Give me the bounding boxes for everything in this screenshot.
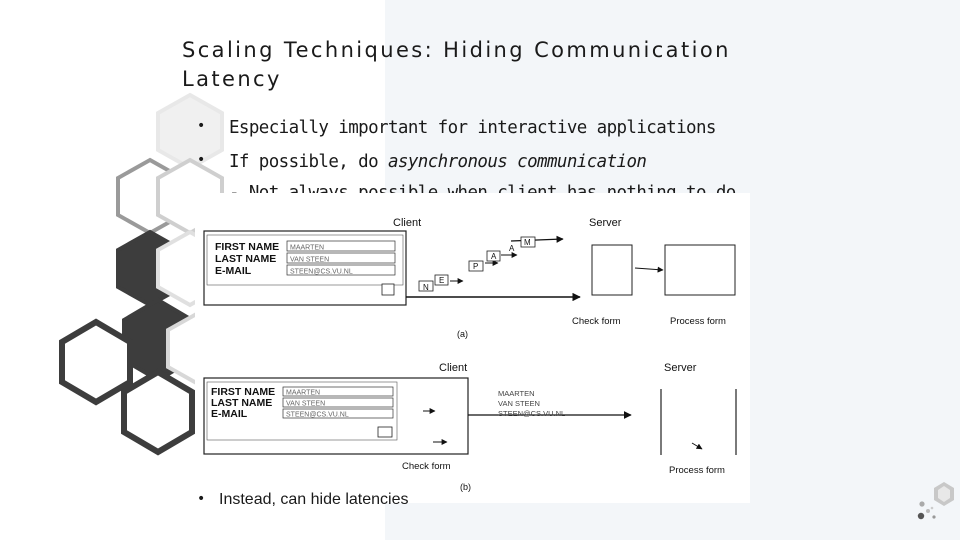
message-line: MAARTEN bbox=[498, 389, 535, 398]
form-field-label: LAST NAME bbox=[211, 397, 272, 409]
form-input bbox=[282, 386, 394, 397]
bottom-bullet-text: Instead, can hide latencies bbox=[219, 491, 409, 508]
bullet-item: • Especially important for interactive a… bbox=[197, 118, 716, 138]
form-value: VAN STEEN bbox=[286, 401, 325, 408]
latency-figure: Client Server FIRST NAME LAST NAME E-MAI… bbox=[195, 193, 750, 503]
slide-title: Scaling Techniques: Hiding Communication… bbox=[182, 38, 731, 91]
figure-caption: (a) bbox=[457, 329, 468, 339]
packet-label: A bbox=[491, 252, 497, 261]
form-value: STEEN@CS.VU.NL bbox=[286, 412, 349, 419]
process-form-label: Process form bbox=[669, 465, 725, 476]
check-form-box bbox=[591, 244, 633, 296]
form-field-label: FIRST NAME bbox=[211, 386, 275, 398]
server-label: Server bbox=[664, 362, 697, 374]
form-field-label: E-MAIL bbox=[215, 265, 252, 277]
packet-label: A bbox=[509, 244, 515, 253]
form-field-label: E-MAIL bbox=[211, 408, 248, 420]
form-checkbox bbox=[377, 426, 393, 438]
form-field-label: LAST NAME bbox=[215, 253, 276, 265]
form-value: STEEN@CS.VU.NL bbox=[290, 269, 353, 276]
form-input bbox=[286, 264, 396, 276]
form-checkbox bbox=[381, 283, 395, 296]
packet-label: E bbox=[439, 276, 444, 285]
form-value: VAN STEEN bbox=[290, 257, 329, 264]
form-input bbox=[286, 240, 396, 252]
bullet-dot: • bbox=[197, 118, 205, 134]
figure-caption: (b) bbox=[460, 482, 471, 492]
figure-part-a: Client Server FIRST NAME LAST NAME E-MAI… bbox=[203, 217, 736, 339]
bullet-dot: • bbox=[197, 491, 206, 507]
bullet-emphasis: asynchronous communication bbox=[387, 152, 647, 172]
form-input bbox=[286, 252, 396, 264]
form-input bbox=[282, 408, 394, 419]
packet-label: N bbox=[423, 283, 429, 292]
process-form-box bbox=[664, 244, 736, 296]
message-line: VAN STEEN bbox=[498, 399, 540, 408]
bullet-text: If possible, do bbox=[229, 152, 388, 172]
check-form-label: Check form bbox=[402, 461, 451, 472]
form-value: MAARTEN bbox=[290, 245, 324, 252]
figure-part-b: Client Server FIRST NAME LAST NAME E-MAI… bbox=[203, 362, 737, 492]
bullet-text: Especially important for interactive app… bbox=[229, 118, 716, 138]
form-input bbox=[282, 397, 394, 408]
form-value: MAARTEN bbox=[286, 390, 320, 397]
hexagon-dots-logo-icon bbox=[917, 482, 954, 520]
check-form-label: Check form bbox=[572, 316, 621, 327]
process-form-label: Process form bbox=[670, 316, 726, 327]
server-label: Server bbox=[589, 217, 622, 229]
bullet-item: • If possible, do asynchronous communica… bbox=[197, 152, 647, 172]
message-line: STEEN@CS.VU.NL bbox=[498, 409, 565, 418]
packet-label: M bbox=[524, 238, 531, 247]
packet-label: P bbox=[473, 262, 478, 271]
bullet-dot: • bbox=[197, 152, 205, 168]
client-label: Client bbox=[439, 362, 467, 374]
form-field-label: FIRST NAME bbox=[215, 241, 279, 253]
client-label: Client bbox=[393, 217, 421, 229]
